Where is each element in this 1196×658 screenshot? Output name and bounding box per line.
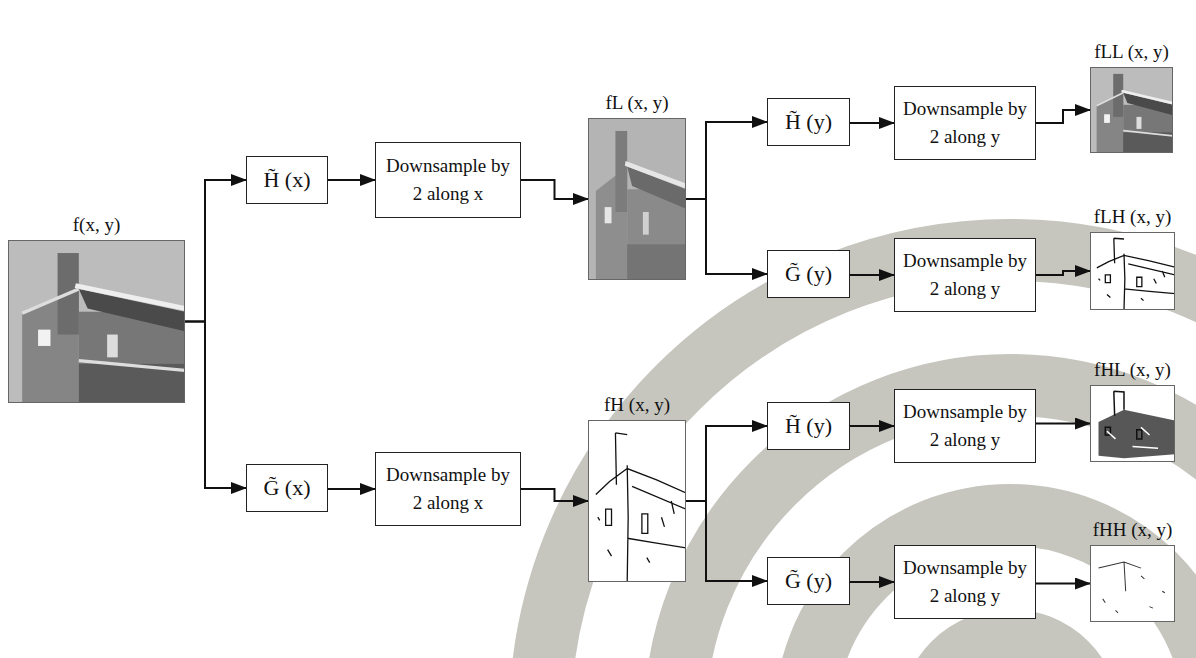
filter-box: H̃ (y) <box>767 98 850 146</box>
box-label: H̃ (y) <box>785 109 832 135</box>
downsample-box: Downsample by 2 along x <box>375 452 521 526</box>
downsample-box: Downsample by 2 along y <box>894 86 1036 160</box>
image-label: fL (x, y) <box>605 92 668 114</box>
flow-arrow <box>1036 423 1090 425</box>
filter-box: H̃ (y) <box>767 402 850 450</box>
filter-box: G̃ (y) <box>767 250 850 298</box>
image-panel: fH (x, y) <box>588 420 686 582</box>
hl-image <box>1090 385 1175 462</box>
flow-arrow <box>185 322 246 489</box>
image-panel: fLH (x, y) <box>1090 232 1175 310</box>
flow-arrow <box>850 425 894 427</box>
image-label: fLL (x, y) <box>1094 41 1169 63</box>
image-label: f(x, y) <box>73 214 120 236</box>
image-panel: fLL (x, y) <box>1090 67 1173 153</box>
downsample-box: Downsample by 2 along x <box>375 142 521 218</box>
ll-image <box>1090 67 1173 153</box>
image-label: fLH (x, y) <box>1094 206 1172 228</box>
flow-arrow <box>686 501 767 581</box>
flow-arrow <box>521 489 588 501</box>
box-label: Downsample by 2 along y <box>901 247 1029 302</box>
house-image <box>8 240 185 403</box>
box-label: Downsample by 2 along y <box>901 554 1029 609</box>
flow-arrow <box>328 488 375 490</box>
image-label: fH (x, y) <box>604 394 670 416</box>
flow-arrow <box>1036 110 1090 123</box>
flow-arrow <box>1036 271 1090 275</box>
filter-box: H̃ (x) <box>246 156 328 204</box>
box-label: Downsample by 2 along y <box>901 95 1029 150</box>
watermark-arcs <box>540 250 1196 658</box>
image-panel: fHH (x, y) <box>1090 545 1175 622</box>
filter-box: G̃ (x) <box>246 464 328 512</box>
flow-arrow <box>1036 583 1090 585</box>
downsample-box: Downsample by 2 along y <box>894 389 1036 463</box>
box-label: Downsample by 2 along x <box>382 152 514 207</box>
highpass-image <box>588 420 686 582</box>
flow-arrow <box>185 180 246 322</box>
flow-arrow <box>850 122 894 124</box>
image-panel: fHL (x, y) <box>1090 385 1175 462</box>
lh-image <box>1090 232 1175 310</box>
image-label: fHH (x, y) <box>1093 519 1173 541</box>
flow-arrow <box>328 179 375 181</box>
image-panel: f(x, y) <box>8 240 185 403</box>
image-label: fHL (x, y) <box>1094 359 1171 381</box>
downsample-box: Downsample by 2 along y <box>894 238 1036 312</box>
flow-arrow <box>686 122 767 199</box>
filter-box: G̃ (y) <box>767 557 850 605</box>
box-label: G̃ (y) <box>785 261 832 287</box>
flow-arrow <box>686 426 767 501</box>
image-panel: fL (x, y) <box>588 118 686 280</box>
box-label: G̃ (x) <box>263 475 310 501</box>
hh-image <box>1090 545 1175 622</box>
flow-arrow <box>850 581 894 583</box>
flow-arrow <box>521 180 588 199</box>
box-label: Downsample by 2 along x <box>382 461 514 516</box>
flow-arrow <box>850 274 894 276</box>
box-label: H̃ (y) <box>785 413 832 439</box>
box-label: H̃ (x) <box>263 167 310 193</box>
box-label: Downsample by 2 along y <box>901 398 1029 453</box>
lowpass-image <box>588 118 686 280</box>
downsample-box: Downsample by 2 along y <box>894 545 1036 619</box>
flow-arrow <box>686 199 767 274</box>
box-label: G̃ (y) <box>785 568 832 594</box>
